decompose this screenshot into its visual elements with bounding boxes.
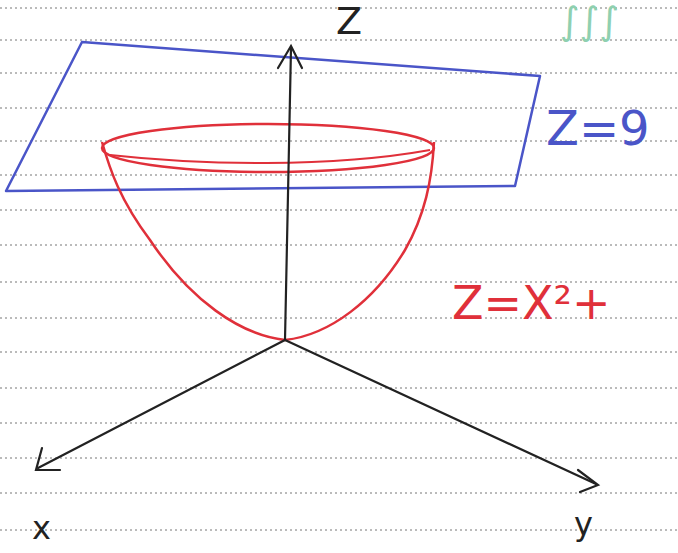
axis-label: y (574, 508, 593, 540)
axis-label: x (32, 512, 51, 544)
integral-sign: ∫∫∫ (560, 2, 619, 40)
plane-equation: Z=9 (546, 104, 650, 152)
axis-label: Z (336, 2, 362, 40)
paraboloid (102, 124, 434, 340)
axes (36, 46, 598, 492)
plane-z9 (6, 42, 540, 191)
ruled-lines (0, 8, 678, 530)
surface-equation: Z=X²+ (452, 280, 611, 326)
